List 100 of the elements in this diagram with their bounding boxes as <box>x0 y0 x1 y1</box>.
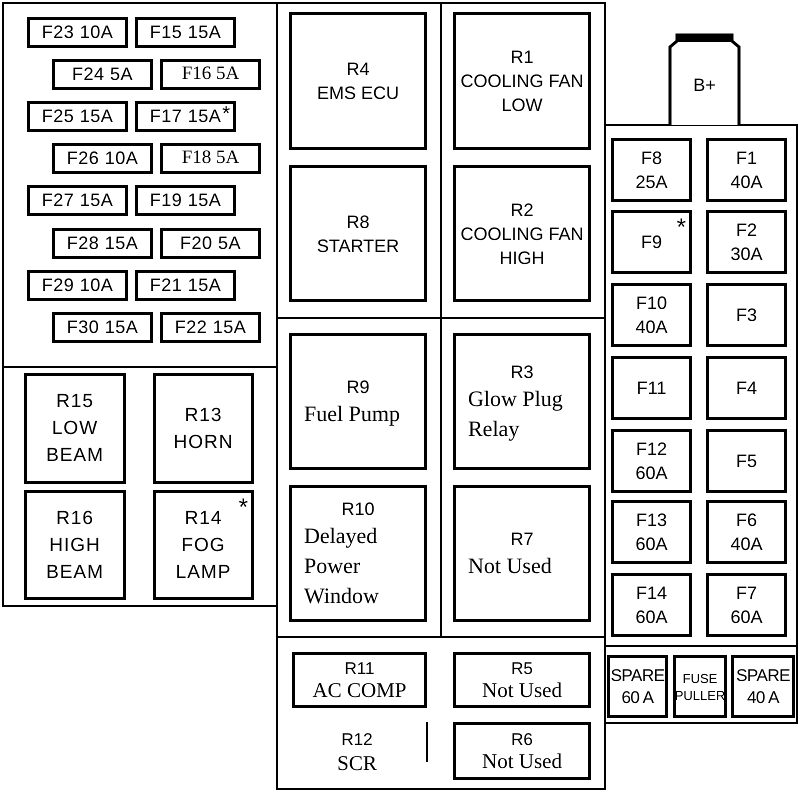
slot-function-label: 60A <box>635 606 668 629</box>
fuse-slot <box>52 59 153 90</box>
fuse-slot <box>607 655 668 718</box>
slot-id-label: R6 <box>511 730 533 748</box>
slot-id-label: R5 <box>511 658 533 678</box>
slot-id-label: F14 <box>636 582 668 605</box>
note-mark: * <box>238 496 248 520</box>
fuse-slot <box>52 312 153 343</box>
slot-id-label: F15 15A <box>150 21 222 44</box>
fuse-puller-slot <box>673 655 727 718</box>
fuse-slot <box>706 210 787 274</box>
relay-slot <box>289 12 427 150</box>
slot-id-label: SPARE <box>610 664 664 686</box>
relay-slot <box>453 652 591 708</box>
slot-id-label: R14 <box>184 506 222 530</box>
relay-slot <box>292 652 427 708</box>
slot-id-label: F20 5A <box>180 232 242 255</box>
slot-id-label: F21 15A <box>150 274 222 297</box>
fuse-slot <box>160 228 261 259</box>
fuse-slot <box>706 500 787 564</box>
slot-id-label: R16 <box>56 506 94 530</box>
slot-id-label: F13 <box>636 509 668 532</box>
fuse-slot <box>706 573 787 637</box>
slot-function-label: 30A <box>730 243 763 266</box>
slot-id-label: F7 <box>736 582 757 605</box>
slot-function-label: LOW BEAM <box>45 417 105 468</box>
slot-function-label: Not Used <box>482 678 562 702</box>
slot-function-label: 60A <box>635 462 668 485</box>
fuse-slot <box>706 138 787 202</box>
slot-id-label: R2 <box>510 198 534 222</box>
slot-id-label: R9 <box>346 376 370 398</box>
relay-slot <box>24 490 126 600</box>
slot-id-label: F22 15A <box>174 316 246 339</box>
slot-function-label: COOLING FAN HIGH <box>459 222 585 270</box>
fuse-slot <box>135 270 236 301</box>
fuse-slot <box>160 312 261 343</box>
slot-function-label: Glow Plug Relay <box>467 384 564 443</box>
slot-id-label: F17 15A <box>150 105 222 128</box>
slot-id-label: F16 5A <box>182 62 240 86</box>
slot-function-label: Not Used <box>467 552 552 580</box>
relay-slot <box>453 333 591 470</box>
relay-slot <box>153 373 254 484</box>
fuse-slot <box>135 17 236 48</box>
slot-id-label: F5 <box>736 450 757 473</box>
slot-id-label: R12 <box>341 729 373 751</box>
slot-function-label: 40A <box>635 316 668 339</box>
slot-id-label: F1 <box>736 147 757 170</box>
slot-id-label: R4 <box>346 58 370 81</box>
relay-slot <box>289 485 427 622</box>
slot-function-label: 60 A <box>621 686 654 708</box>
relay-slot <box>289 165 427 302</box>
slot-function-label: 40A <box>730 171 763 194</box>
slot-id-label: F6 <box>736 509 757 532</box>
slot-id-label: F29 10A <box>42 274 114 297</box>
fuse-slot <box>52 143 153 174</box>
fuse-slot <box>731 655 795 718</box>
relay-slot <box>453 722 591 780</box>
slot-id-label: SPARE <box>736 664 790 686</box>
relay-slot <box>24 373 126 484</box>
fuse-slot <box>160 59 261 90</box>
note-mark: * <box>676 216 686 240</box>
fuse-slot <box>160 143 261 174</box>
fuse-slot <box>706 429 787 493</box>
slot-id-label: F9 <box>640 231 662 254</box>
fuse-slot <box>611 283 692 347</box>
slot-id-label: R10 <box>341 498 375 520</box>
slot-id-label: F24 5A <box>72 63 134 86</box>
fuse-slot <box>27 185 128 216</box>
slot-id-label: F4 <box>736 377 757 400</box>
slot-id-label: F28 15A <box>66 232 138 255</box>
fuse-slot <box>611 429 692 493</box>
fuse-slot <box>52 228 153 259</box>
slot-function-label: EMS ECU <box>316 82 399 105</box>
slot-function-label: Not Used <box>482 748 562 772</box>
slot-id-label: R11 <box>344 658 374 678</box>
slot-id-label: F12 <box>636 438 668 461</box>
slot-id-label: F26 10A <box>66 147 138 170</box>
slot-id-label: F25 15A <box>42 105 114 128</box>
slot-function-label: 40 A <box>746 686 780 708</box>
slot-id-label: R1 <box>510 46 534 69</box>
fuse-slot <box>706 283 787 347</box>
slot-id-label: F2 <box>736 219 757 242</box>
slot-function-label: FOG LAMP <box>174 534 232 584</box>
slot-function-label: 40A <box>730 533 763 556</box>
slot-function-label: HIGH BEAM <box>45 534 105 584</box>
slot-function-label: 60A <box>635 533 668 556</box>
relay-slot <box>453 485 591 622</box>
fuse-slot <box>611 138 692 202</box>
slot-id-label: F27 15A <box>42 189 114 212</box>
fuse-slot <box>706 356 787 420</box>
note-mark: * <box>222 104 230 124</box>
slot-function-label: HORN <box>174 430 234 454</box>
slot-id-label: R13 <box>184 404 222 428</box>
fuse-slot <box>27 270 128 301</box>
relay-slot <box>153 490 254 600</box>
slot-function-label: Delayed Power Window <box>303 522 380 610</box>
fuse-slot <box>611 356 692 420</box>
slot-id-label: F19 15A <box>150 189 222 212</box>
slot-function-label: 60A <box>730 606 763 629</box>
slot-function-label: AC COMP <box>312 678 406 702</box>
